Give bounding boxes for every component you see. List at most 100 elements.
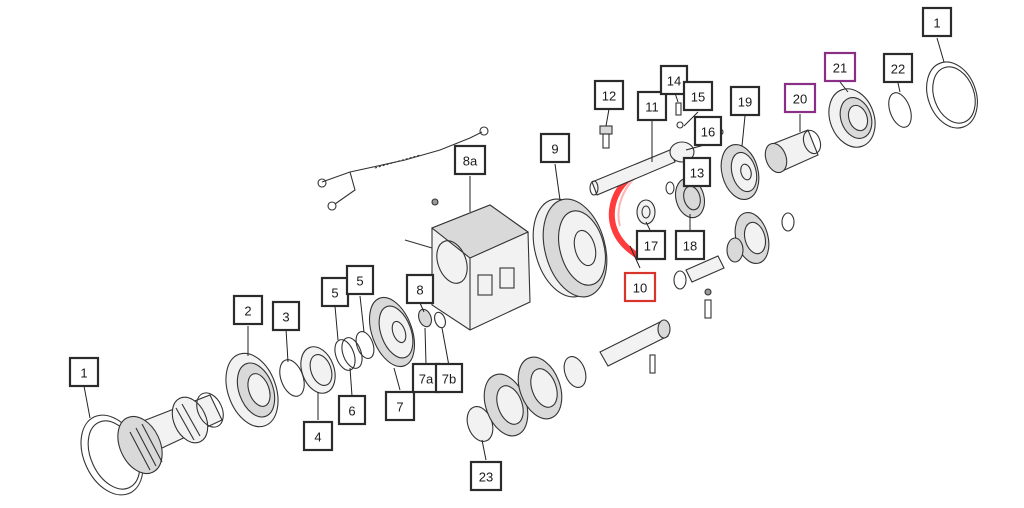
- callout-number: 1: [933, 16, 940, 31]
- callout-14: 14: [659, 64, 689, 96]
- callout-number: 9: [551, 142, 558, 157]
- part-7a-7b-needle-bearing: [418, 308, 446, 329]
- callout-1-right: 1: [921, 6, 953, 38]
- callout-number: 16: [701, 125, 715, 140]
- callout-number: 7: [396, 400, 403, 415]
- part-4-spacer: [300, 346, 336, 394]
- callout-5a: 5: [320, 276, 350, 308]
- callout-2: 2: [232, 294, 264, 326]
- part-11-shift-rail: [589, 149, 676, 196]
- callout-box: [693, 115, 723, 147]
- callout-box: [635, 229, 667, 261]
- part-8a-housing: [404, 204, 531, 331]
- callout-box: [302, 420, 334, 452]
- callout-number: 12: [602, 89, 616, 104]
- callout-box: [682, 156, 712, 188]
- callout-number: 5: [356, 274, 363, 289]
- part-22-circlip: [888, 92, 912, 128]
- callout-box: [384, 390, 416, 422]
- callout-box: [682, 80, 714, 112]
- callout-box: [729, 85, 761, 117]
- callout-7b: 7b: [434, 362, 464, 394]
- part-21-bearing: [828, 88, 876, 148]
- callout-box: [539, 132, 571, 164]
- part-9-clutch-pack: [532, 198, 608, 298]
- callout-box: [405, 273, 435, 305]
- callout-9: 9: [539, 132, 571, 164]
- callout-21: 21: [823, 51, 857, 83]
- callout-number: 15: [691, 90, 705, 105]
- callout-box: [674, 229, 706, 261]
- callout-box: [434, 362, 464, 394]
- callout-number: 8a: [463, 154, 478, 169]
- callout-box: [469, 460, 503, 492]
- part-small-bolts: [431, 198, 712, 319]
- part-wiring-harness: [317, 126, 489, 211]
- callout-11: 11: [636, 90, 668, 122]
- part-13-18-bearing: [665, 177, 706, 219]
- callout-number: 7b: [442, 372, 456, 387]
- part-7-gear: [368, 296, 416, 368]
- callout-number: 2: [244, 304, 251, 319]
- callout-5b: 5: [345, 264, 375, 296]
- callout-box: [453, 144, 487, 176]
- part-2-bearing: [225, 352, 279, 428]
- part-countershaft: [599, 319, 671, 374]
- callout-box: [337, 394, 367, 426]
- callout-4: 4: [302, 420, 334, 452]
- part-5-6-washers: [334, 331, 375, 371]
- callout-box: [659, 64, 689, 96]
- callout-10: 10: [623, 271, 657, 303]
- callout-number: 22: [891, 62, 905, 77]
- callout-box: [823, 51, 857, 83]
- callout-box: [411, 362, 441, 394]
- part-20-output-shaft: [764, 129, 822, 174]
- callout-number: 13: [690, 166, 704, 181]
- callout-20: 20: [783, 82, 817, 114]
- part-19-gear: [720, 144, 760, 200]
- callout-15: 15: [682, 80, 714, 112]
- callout-16: 16: [693, 115, 723, 147]
- callout-box: [232, 294, 264, 326]
- callout-box: [623, 271, 657, 303]
- callout-number: 23: [479, 470, 493, 485]
- callout-7: 7: [384, 390, 416, 422]
- callout-number: 21: [833, 61, 847, 76]
- callout-8a: 8a: [453, 144, 487, 176]
- callout-7a: 7a: [411, 362, 441, 394]
- callout-number: 10: [633, 281, 647, 296]
- callout-number: 8: [416, 283, 423, 298]
- callout-number: 17: [644, 239, 658, 254]
- parts-drawing: [80, 61, 978, 496]
- leader-lines: [83, 37, 945, 461]
- callout-box: [783, 82, 817, 114]
- callout-18: 18: [674, 229, 706, 261]
- callout-number: 20: [793, 92, 807, 107]
- callout-number: 4: [314, 430, 321, 445]
- callout-8: 8: [405, 273, 435, 305]
- callout-6: 6: [337, 394, 367, 426]
- callout-number: 14: [667, 74, 681, 89]
- callout-number: 5: [331, 286, 338, 301]
- callout-box: [882, 52, 914, 84]
- callout-box: [921, 6, 953, 38]
- part-12-bolt: [599, 125, 613, 149]
- callout-box: [636, 90, 668, 122]
- callout-number: 3: [282, 310, 289, 325]
- callout-12: 12: [593, 79, 625, 111]
- callout-22: 22: [882, 52, 914, 84]
- callout-box: [271, 300, 301, 332]
- part-23-gear-cluster: [466, 356, 587, 442]
- callout-box: [345, 264, 375, 296]
- part-17-washer: [636, 199, 656, 225]
- callout-3: 3: [271, 300, 301, 332]
- callout-17: 17: [635, 229, 667, 261]
- callout-box: [68, 356, 100, 388]
- callout-number: 19: [738, 95, 752, 110]
- callout-1-left: 1: [68, 356, 100, 388]
- callout-number: 6: [348, 404, 355, 419]
- callout-13: 13: [682, 156, 712, 188]
- part-1-right-snap-ring: [926, 61, 978, 129]
